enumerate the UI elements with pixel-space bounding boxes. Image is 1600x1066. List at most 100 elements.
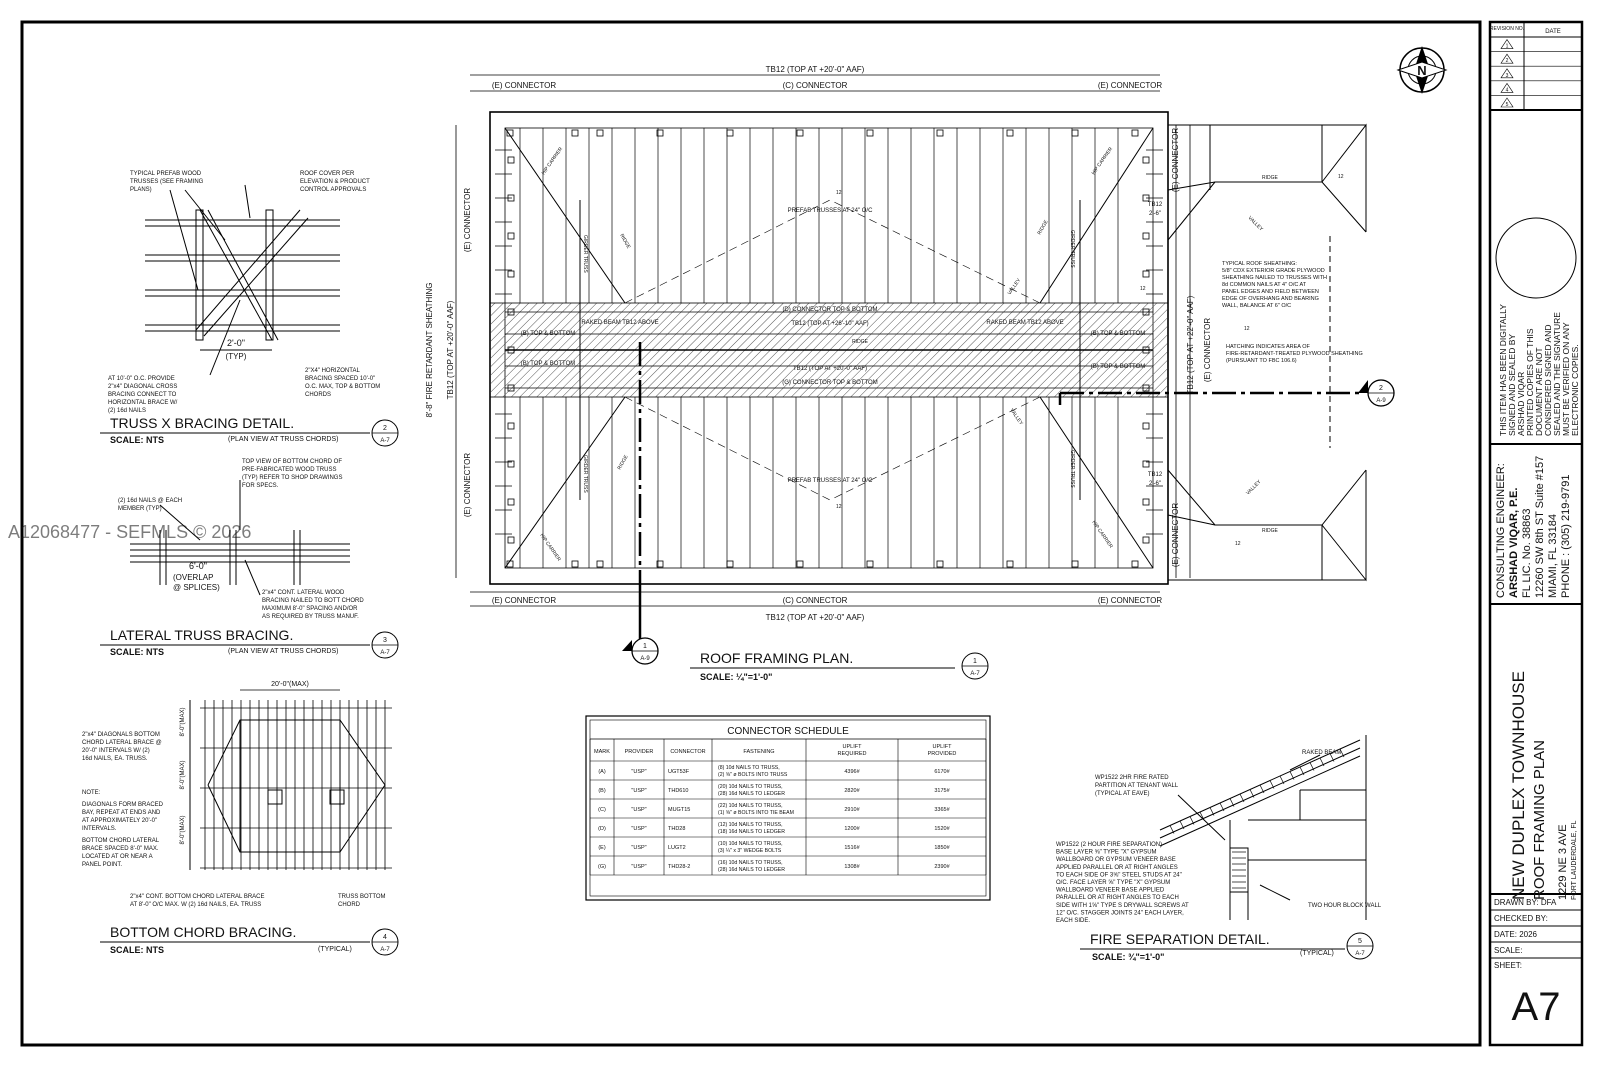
fire-note-wp2: WALLBOARD OR GYPSUM VENEER BASE — [1056, 857, 1176, 863]
bottom-beam-label: TB12 (TOP AT +20'-0" AAF) — [766, 613, 865, 622]
sheathing-note-line: EDGE OF OVERHANG AND BEARING — [1222, 296, 1319, 302]
connector-mark — [1142, 194, 1150, 202]
sheathing-note-line: WALL, BALANCE AT 6" O/C — [1222, 303, 1291, 309]
valley-right-upper: VALLEY — [1247, 215, 1265, 233]
fire-note-wp1: WP1522 2HR FIRE RATED — [1095, 775, 1169, 781]
fire-sep-scale: SCALE: ¾"=1'-0" — [1092, 952, 1164, 962]
schedule-cell: 2820# — [844, 788, 860, 794]
truss-x-note-horiz: BRACING SPACED 10'-0" — [305, 376, 375, 382]
connector-mark — [656, 560, 664, 568]
bottom-chord-note-truss: TRUSS BOTTOM — [338, 894, 386, 900]
top-beam-label: TB12 (TOP AT +20'-0" AAF) — [766, 65, 865, 74]
sheathing-note-line: SHEATHING NAILED TO TRUSSES WITH — [1222, 275, 1327, 281]
fire-note-wp2: APPLIED PARALLEL OR AT RIGHT ANGLES — [1056, 865, 1178, 871]
schedule-cell: 3365# — [934, 807, 950, 813]
connector-mark — [507, 156, 515, 164]
project-title: NEW DUPLEX TOWNHOUSE — [1509, 671, 1528, 900]
connector-mark — [1131, 129, 1139, 137]
sheathing-note-line: 8d COMMON NAILS AT 4" O/C AT — [1222, 282, 1307, 288]
connector-mark — [507, 194, 515, 202]
connector-mark — [507, 270, 515, 278]
schedule-cell: LUGT2 — [668, 845, 686, 851]
seal-line: DOCUMENT ARE NOT — [1534, 347, 1544, 436]
schedule-cell: (B) — [598, 788, 606, 794]
fire-raked-beam: RAKED BEAM — [1302, 750, 1341, 756]
right-tb-label: TB12 (TOP AT +22'-0" AAF) — [1186, 295, 1195, 394]
plan-scale: SCALE: ¼"=1'-0" — [700, 672, 772, 682]
project-block: NEW DUPLEX TOWNHOUSE ROOF FRAMING PLAN 1… — [1509, 671, 1578, 900]
drawn-by: DRAWN BY: DFA — [1494, 898, 1557, 907]
lateral-note-cont: MAXIMUM 8'-0" SPACING AND/OR — [262, 606, 358, 612]
fire-note-wp2: PARALLEL OR AT RIGHT ANGLES TO EACH — [1056, 895, 1179, 901]
connector-mark — [1142, 308, 1150, 316]
section-1-sheet: A-9 — [640, 656, 650, 662]
bottom-chord-bubble-sheet: A-7 — [380, 947, 390, 953]
schedule-header: MARK — [594, 749, 610, 755]
revision-header: REVISION NO. — [1490, 26, 1524, 32]
connector-mark — [1131, 560, 1139, 568]
connector-mark — [1142, 498, 1150, 506]
left-connector-upper: (E) CONNECTOR — [463, 188, 472, 253]
plan-title: ROOF FRAMING PLAN. — [700, 650, 853, 666]
connector-mark — [506, 129, 514, 137]
fire-note-wp1: (TYPICAL AT EAVE) — [1095, 791, 1149, 797]
connector-mark — [507, 346, 515, 354]
schedule-cell: (E) — [598, 845, 606, 851]
bottom-left-connector: (E) CONNECTOR — [492, 596, 557, 605]
lateral-note-cont: AS REQUIRED BY TRUSS MANUF. — [262, 614, 359, 620]
engineer-info: CONSULTING ENGINEER:ARSHAD VIQAR, P.E.FL… — [1495, 456, 1572, 598]
sheet-number: A7 — [1512, 985, 1561, 1029]
lateral-scale: SCALE: NTS — [110, 647, 164, 657]
schedule-fastening: (8) 10d NAILS TO TRUSS, — [718, 765, 780, 771]
schedule-cell: 4396# — [844, 769, 860, 775]
fire-note-wp1: PARTITION AT TENANT WALL — [1095, 783, 1179, 789]
connector-mark — [1006, 560, 1014, 568]
sheathing-note: TYPICAL ROOF SHEATHING:5/8" CDX EXTERIOR… — [1222, 261, 1327, 309]
lateral-note-nails: (2) 16d NAILS @ EACH — [118, 498, 182, 504]
schedule-fastening: (18) 16d NAILS TO LEDGER — [718, 829, 785, 835]
schedule-cell: "USP" — [631, 807, 646, 813]
connector-mark — [571, 560, 579, 568]
pitch-1: 12 — [836, 190, 842, 196]
lateral-truss-bracing: 6'-0" (OVERLAP@ SPLICES) TOP VIEW OF BOT… — [100, 459, 399, 659]
schedule-cell: "USP" — [631, 845, 646, 851]
schedule-cell: 1850# — [934, 845, 950, 851]
lateral-note-top: PRE-FABRICATED WOOD TRUSS — [242, 467, 336, 473]
truss-x-note-roof: ROOF COVER PER — [300, 171, 355, 177]
checked-by: CHECKED BY: — [1494, 914, 1548, 923]
connector-mark — [936, 560, 944, 568]
b-top-bottom-right-2: (B) TOP & BOTTOM — [1091, 364, 1146, 370]
fire-note-wp2: TO EACH SIDE OF 3⅝" STEEL STUDS AT 24" — [1056, 872, 1182, 878]
bottom-chord-sub: (TYPICAL) — [318, 946, 352, 953]
bottom-chord-note-body: AT APPROXIMATELY 20'-0" — [82, 818, 157, 824]
connector-mark — [596, 129, 604, 137]
bottom-mid-connector: (C) CONNECTOR — [783, 596, 848, 605]
schedule-fastening: (20) 10d NAILS TO TRUSS, — [718, 784, 783, 790]
schedule-header: CONNECTOR — [670, 749, 705, 755]
bottom-chord-note-diag: 16d NAILS, EA. TRUSS. — [82, 756, 148, 762]
lateral-note-top: (TYP) REFER TO SHOP DRAWINGS — [242, 475, 342, 481]
schedule-cell: THD610 — [668, 788, 688, 794]
lateral-note-top: TOP VIEW OF BOTTOM CHORD OF — [242, 459, 342, 465]
connector-mark — [596, 560, 604, 568]
engineer-line: FL LIC. No. 38863 — [1521, 509, 1533, 598]
lateral-note-cont: 2"x4" CONT. LATERAL WOOD — [262, 590, 345, 596]
revision-number: 3 — [1506, 73, 1509, 79]
project-address: 1229 NE 3 AVE — [1557, 824, 1569, 900]
schedule-cell: UGT53F — [668, 769, 690, 775]
connector-mark — [506, 560, 514, 568]
truss-x-dim: 2'-0" — [227, 338, 245, 348]
tb-top-20: TB12 (TOP AT +20'-0" AAF) — [793, 366, 867, 372]
engineer-line: PHONE : (305) 219-9791 — [1560, 474, 1572, 598]
engineer-line: 12260 SW 8th ST Suite #157 — [1534, 456, 1546, 598]
lateral-overlap: @ SPLICES) — [173, 583, 220, 592]
fire-two-hour: TWO HOUR BLOCK WALL — [1308, 903, 1382, 909]
section-marker-1: 1 A-9 — [622, 637, 659, 665]
bottom-chord-note-label: NOTE: — [82, 790, 101, 796]
pitch-4: 12 — [1140, 286, 1146, 292]
pitch-6: 12 — [1235, 541, 1241, 547]
connector-mark — [507, 232, 515, 240]
